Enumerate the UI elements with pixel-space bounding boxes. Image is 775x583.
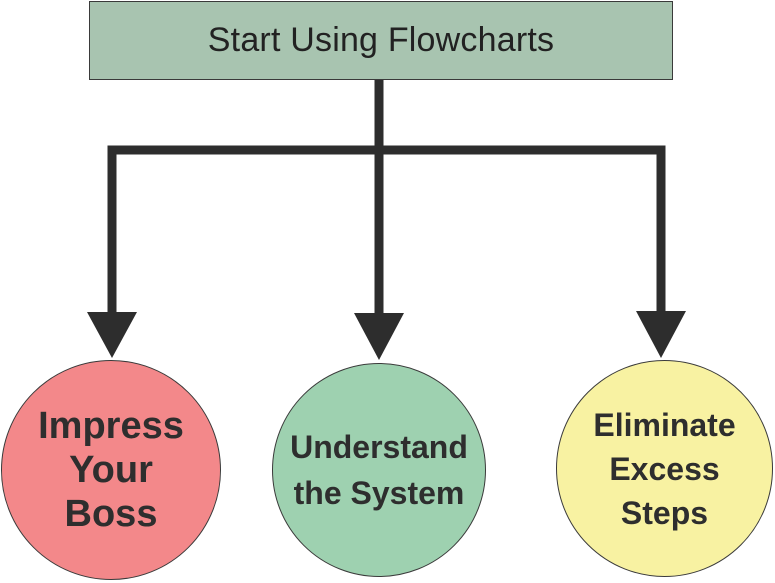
node-label: Understand the System	[290, 429, 468, 511]
arrowhead-left	[87, 312, 137, 358]
start-box: Start Using Flowcharts	[89, 1, 673, 80]
node-label: Eliminate Excess Steps	[593, 406, 736, 531]
node-eliminate-excess-steps: Eliminate Excess Steps	[556, 360, 773, 577]
arrowhead-center	[354, 313, 404, 360]
start-box-label: Start Using Flowcharts	[207, 21, 555, 59]
node-label: Impress Your Boss	[38, 405, 184, 535]
connector-crossbar	[107, 145, 666, 323]
node-impress-your-boss: Impress Your Boss	[1, 360, 221, 580]
node-understand-the-system: Understand the System	[272, 363, 486, 577]
arrowhead-right	[636, 311, 686, 358]
